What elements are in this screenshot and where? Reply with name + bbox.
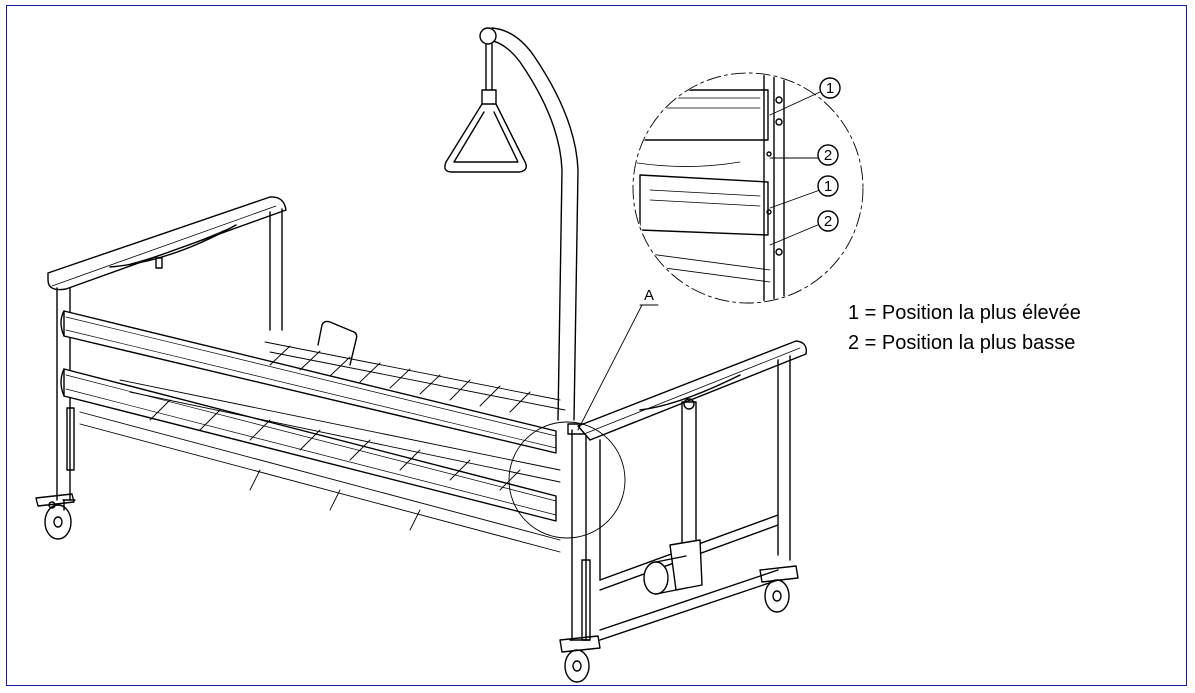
callout-2-top	[817, 144, 839, 166]
legend-lowest-position: 2 = Position la plus basse	[848, 332, 1076, 354]
callout-number-2b: 2	[824, 213, 832, 230]
callout-1-top	[819, 77, 841, 99]
slatted-base	[79, 341, 566, 553]
callout-number-2a: 2	[824, 147, 832, 164]
callout-number-1a: 1	[826, 80, 834, 97]
head-caster	[35, 493, 75, 540]
legend-highest-position: 1 = Position la plus élevée	[848, 302, 1081, 324]
diagram-frame	[6, 5, 1187, 686]
center-post	[567, 423, 591, 641]
center-caster	[559, 635, 601, 683]
side-rail-lower	[60, 368, 557, 522]
rail-handle	[317, 320, 358, 366]
lifter-handle	[444, 103, 527, 173]
callout-number-1b: 1	[824, 178, 832, 195]
right-caster	[759, 565, 799, 613]
detail-marker-circle	[508, 421, 626, 539]
callout-1-bottom	[817, 175, 839, 197]
callout-2-bottom	[817, 210, 839, 232]
lifter-pole	[479, 27, 579, 421]
side-rail-upper	[60, 310, 557, 454]
actuator-motor	[643, 398, 703, 595]
detail-label-a: A	[644, 287, 654, 304]
detail-leader	[577, 304, 643, 431]
footboard	[577, 340, 807, 641]
